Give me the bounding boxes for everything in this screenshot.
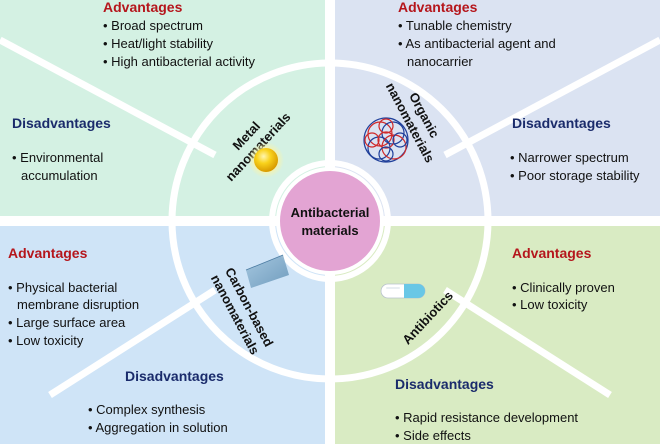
metal-dis-item-2: accumulation bbox=[21, 168, 98, 183]
organic-adv-item-3: nanocarrier bbox=[407, 54, 473, 69]
metal-dis-item-1: • Environmental bbox=[12, 150, 103, 165]
carbon-adv-item-1: • Physical bacterial bbox=[8, 280, 117, 295]
gold-nanoparticle-icon bbox=[248, 142, 284, 178]
carbon-adv-item-4: • Low toxicity bbox=[8, 333, 84, 348]
carbon-advantages-title: Advantages bbox=[8, 245, 88, 261]
organic-dis-item-1: • Narrower spectrum bbox=[510, 150, 629, 165]
carbon-adv-item-3: • Large surface area bbox=[8, 315, 126, 330]
graphene-sheet-icon bbox=[245, 254, 289, 288]
center-label-line1: Antibacterial bbox=[291, 205, 370, 220]
carbon-adv-item-2: membrane disruption bbox=[17, 297, 139, 312]
divider-bottom-right bbox=[443, 287, 612, 398]
metal-adv-item-1: • Broad spectrum bbox=[103, 18, 203, 33]
organic-disadvantages-title: Disadvantages bbox=[512, 115, 611, 131]
organic-adv-item-2: • As antibacterial agent and bbox=[398, 36, 556, 51]
metal-advantages-title: Advantages bbox=[103, 0, 183, 15]
carbon-dis-item-1: • Complex synthesis bbox=[88, 402, 206, 417]
center-label-line2: materials bbox=[301, 223, 358, 238]
metal-adv-item-3: • High antibacterial activity bbox=[103, 54, 255, 69]
quadrant-metal-bg bbox=[0, 0, 325, 216]
antibiotics-adv-item-1: • Clinically proven bbox=[512, 280, 615, 295]
organic-dis-item-2: • Poor storage stability bbox=[510, 168, 640, 183]
antibiotics-adv-item-2: • Low toxicity bbox=[512, 297, 588, 312]
capsule-icon bbox=[380, 283, 426, 299]
organic-advantages-title: Advantages bbox=[398, 0, 478, 15]
quadrant-antibiotics-bg bbox=[335, 226, 660, 444]
divider-top-left bbox=[0, 36, 217, 159]
carbon-disadvantages-title: Disadvantages bbox=[125, 368, 224, 384]
metal-disadvantages-title: Disadvantages bbox=[12, 115, 111, 131]
antibiotics-dis-item-2: • Side effects bbox=[395, 428, 471, 443]
divider-bottom-left bbox=[48, 287, 217, 398]
divider-top-right bbox=[443, 36, 660, 159]
antibiotics-dis-item-1: • Rapid resistance development bbox=[395, 410, 578, 425]
metal-adv-item-2: • Heat/light stability bbox=[103, 36, 214, 51]
polymer-network-icon bbox=[363, 117, 409, 163]
organic-adv-item-1: • Tunable chemistry bbox=[398, 18, 512, 33]
carbon-dis-item-2: • Aggregation in solution bbox=[88, 420, 228, 435]
antibiotics-disadvantages-title: Disadvantages bbox=[395, 376, 494, 392]
quadrant-organic-bg bbox=[335, 0, 660, 216]
antibiotics-advantages-title: Advantages bbox=[512, 245, 592, 261]
center-circle bbox=[276, 167, 384, 275]
